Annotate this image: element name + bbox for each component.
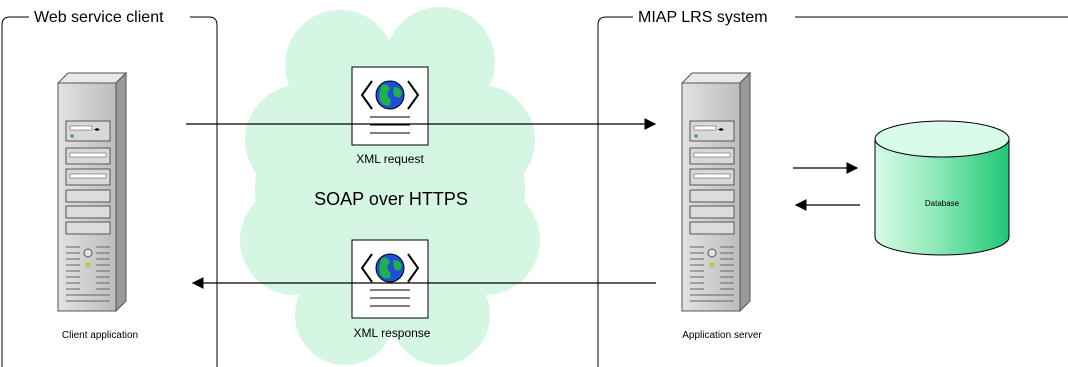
database-icon: [874, 120, 1010, 256]
system-group-frame: [597, 16, 1068, 367]
channel-label: SOAP over HTTPS: [314, 189, 468, 209]
xml-request-label: XML request: [356, 152, 424, 166]
client-application-label: Client application: [62, 330, 138, 341]
xml-response-document-icon: [351, 239, 429, 319]
app-server-icon: [681, 72, 751, 312]
xml-response-label: XML response: [354, 326, 431, 340]
database-label: Database: [925, 199, 960, 208]
client-group-frame: [1, 16, 218, 367]
xml-request-document-icon: [351, 66, 429, 146]
application-server-label: Application server: [682, 330, 762, 341]
client-group-title: Web service client: [34, 9, 164, 26]
system-group-title: MIAP LRS system: [638, 9, 768, 26]
client-server-icon: [57, 72, 127, 312]
